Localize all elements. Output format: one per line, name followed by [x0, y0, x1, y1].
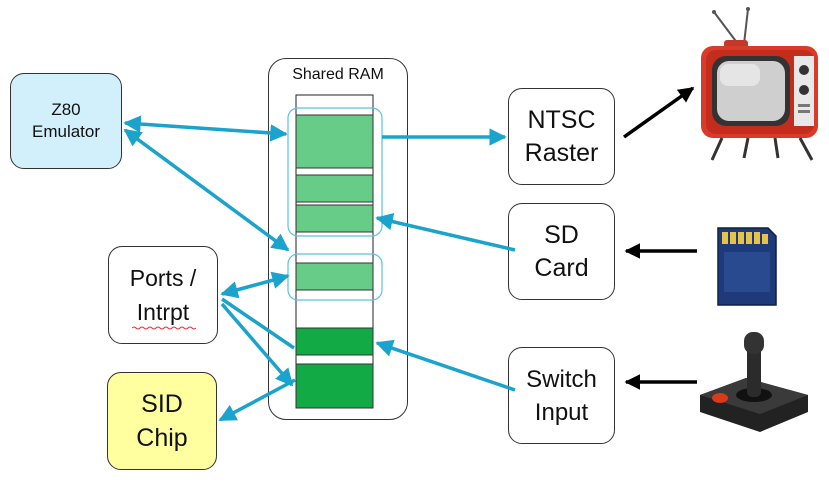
arrow-ports-to-switch-ram	[221, 297, 295, 350]
z80-emulator-box: Z80 Emulator	[10, 73, 122, 169]
arrow-ntsc-to-tv	[622, 86, 695, 139]
ram-block-ports	[295, 262, 374, 291]
arrow-z80-to-ports-ram	[123, 128, 290, 252]
arrow-ports-to-sid-ram	[220, 302, 294, 387]
switch-label-line1: Switch	[526, 365, 597, 393]
ram-block-video-2	[295, 174, 374, 203]
arrow-ram-to-sid	[218, 378, 296, 422]
ram-block-video	[295, 114, 374, 169]
ntsc-raster-box: NTSC Raster	[508, 88, 615, 185]
shared-ram-title: Shared RAM	[292, 66, 384, 83]
z80-label-line2: Emulator	[31, 122, 101, 141]
sd-card-box: SD Card	[508, 203, 615, 300]
z80-label-line1: Z80	[51, 100, 81, 119]
sd-card-icon	[717, 227, 777, 306]
switch-input-box: Switch Input	[508, 347, 615, 444]
sid-chip-box: SID Chip	[107, 372, 217, 470]
ports-label-line2: Intrpt	[136, 299, 190, 325]
ports-intrpt-box: Ports / Intrpt	[108, 246, 218, 344]
ntsc-label-line1: NTSC	[527, 105, 596, 134]
ram-block-sid	[295, 363, 374, 409]
spellcheck-underline	[132, 326, 196, 330]
ram-block-switch	[295, 327, 374, 356]
arrow-ports-to-ram	[220, 271, 290, 299]
arrow-switch-to-ram	[375, 339, 516, 392]
ram-block-sd	[295, 204, 374, 233]
sid-label-line2: Chip	[136, 424, 188, 452]
ntsc-label-line2: Raster	[524, 138, 599, 167]
ports-label-line1: Ports /	[129, 265, 197, 291]
joystick-icon	[700, 332, 808, 432]
sd-label-line1: SD	[544, 220, 579, 249]
sid-label-line1: SID	[141, 390, 183, 418]
arrow-sd-to-ram	[375, 213, 516, 252]
switch-label-line2: Input	[534, 398, 589, 426]
sd-label-line2: Card	[534, 253, 589, 282]
arrow-z80-to-video-ram	[123, 115, 288, 142]
tv-icon	[701, 7, 818, 161]
